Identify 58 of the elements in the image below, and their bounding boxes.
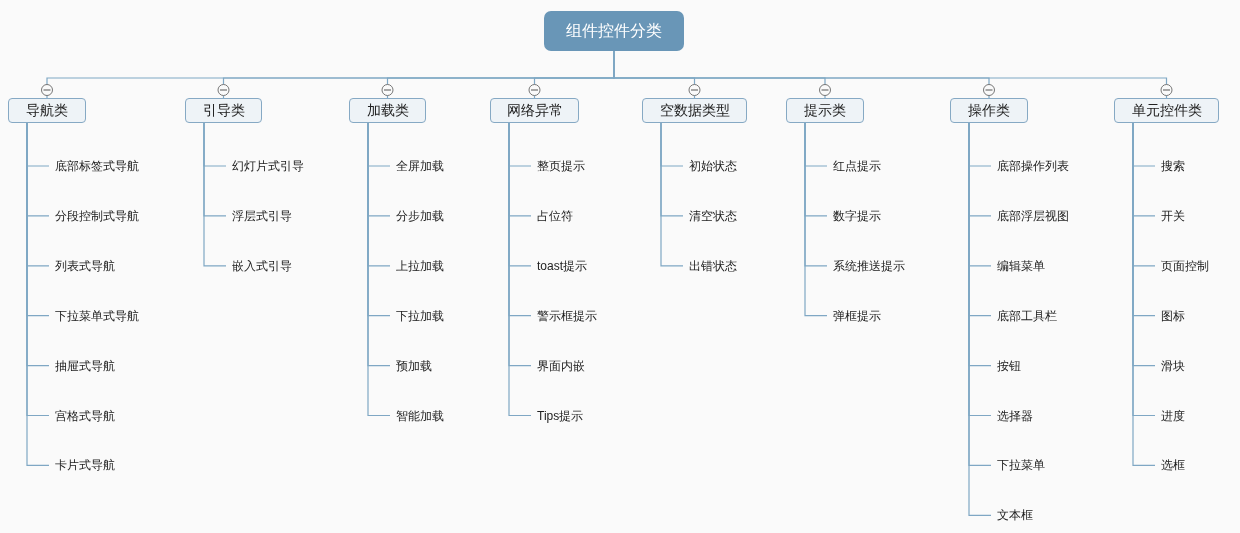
item-label: 清空状态 <box>683 207 737 224</box>
item-label: 预加载 <box>390 357 432 374</box>
connector-line <box>367 122 391 417</box>
item-label: toast提示 <box>531 257 587 274</box>
item-label: 幻灯片式引导 <box>226 158 304 174</box>
item-label: 嵌入式引导 <box>226 257 292 274</box>
item-label: 整页提示 <box>531 158 585 174</box>
item-label: 卡片式导航 <box>49 457 115 474</box>
item-label: 占位符 <box>531 207 573 224</box>
item-label: 文本框 <box>991 507 1033 524</box>
category-box: 导航类 <box>8 98 86 123</box>
item-label: 上拉加载 <box>390 257 444 274</box>
item-label: 底部标签式导航 <box>49 158 139 174</box>
item-label: 下拉加载 <box>390 307 444 324</box>
item-label: 进度 <box>1155 407 1185 424</box>
item-label: 滑块 <box>1155 357 1185 374</box>
item-label: 选择器 <box>991 407 1033 424</box>
item-label: 底部操作列表 <box>991 158 1069 174</box>
item-label: 按钮 <box>991 357 1021 374</box>
item-label: 下拉菜单 <box>991 457 1045 474</box>
item-label: 底部浮层视图 <box>991 207 1069 224</box>
category-box: 操作类 <box>950 98 1028 123</box>
item-label: 底部工具栏 <box>991 307 1057 324</box>
item-label: 红点提示 <box>827 158 881 174</box>
item-label: 编辑菜单 <box>991 257 1045 274</box>
category-box: 空数据类型 <box>642 98 747 123</box>
item-label: 初始状态 <box>683 158 737 174</box>
item-label: 分段控制式导航 <box>49 207 139 224</box>
item-label: 弹框提示 <box>827 307 881 324</box>
item-label: 搜索 <box>1155 158 1185 174</box>
item-label: Tips提示 <box>531 407 584 424</box>
root-box: 组件控件分类 <box>544 11 684 51</box>
item-label: 抽屉式导航 <box>49 357 115 374</box>
item-label: 宫格式导航 <box>49 407 115 424</box>
category-box: 提示类 <box>786 98 864 123</box>
connector-line <box>804 122 828 317</box>
connector-line <box>660 122 684 267</box>
item-label: 页面控制 <box>1155 257 1209 274</box>
item-label: 界面内嵌 <box>531 357 585 374</box>
item-label: 全屏加载 <box>390 158 444 174</box>
item-label: 下拉菜单式导航 <box>49 307 139 324</box>
item-label: 警示框提示 <box>531 307 597 324</box>
item-label: 数字提示 <box>827 207 881 224</box>
item-label: 智能加载 <box>390 407 444 424</box>
category-box: 单元控件类 <box>1114 98 1219 123</box>
item-label: 系统推送提示 <box>827 257 905 274</box>
item-label: 出错状态 <box>683 257 737 274</box>
category-box: 引导类 <box>185 98 262 123</box>
category-box: 网络异常 <box>490 98 579 123</box>
item-label: 图标 <box>1155 307 1185 324</box>
connector-line <box>508 122 532 417</box>
item-label: 列表式导航 <box>49 257 115 274</box>
category-box: 加载类 <box>349 98 426 123</box>
connector-line <box>203 122 227 267</box>
item-label: 开关 <box>1155 207 1185 224</box>
item-label: 浮层式引导 <box>226 207 292 224</box>
item-label: 选框 <box>1155 457 1185 474</box>
item-label: 分步加载 <box>390 207 444 224</box>
